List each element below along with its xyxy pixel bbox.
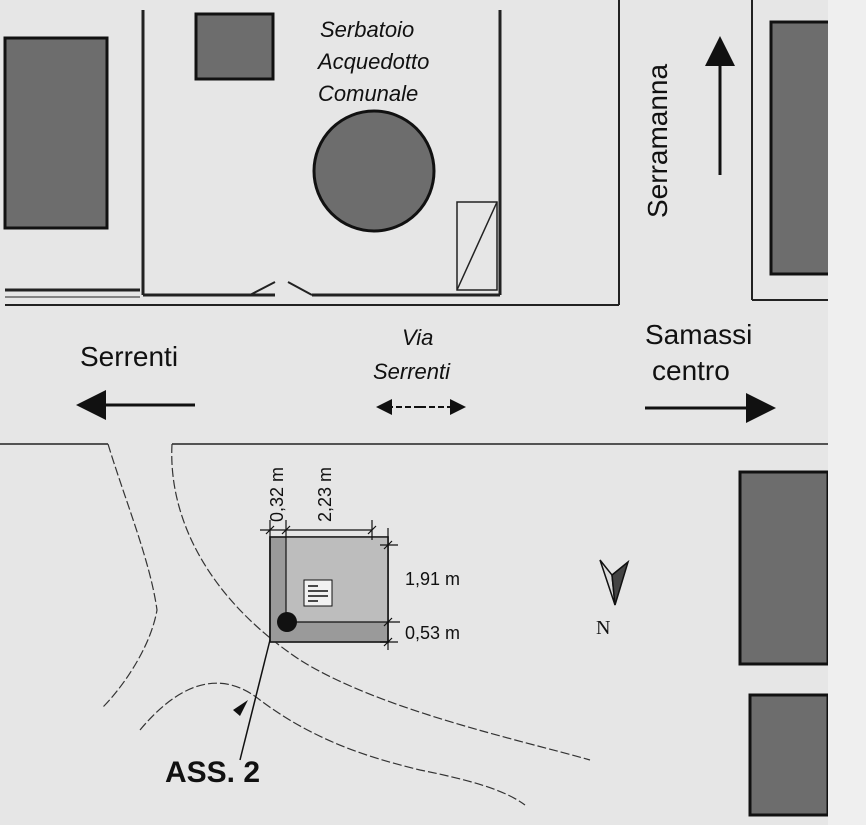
building-southeast: [748, 693, 830, 817]
marker-leader-line: [239, 639, 271, 761]
dimension-lines: [260, 520, 400, 650]
north-label: N: [596, 617, 611, 639]
building-east: [738, 470, 830, 666]
direction-label-serramanna: Serramanna: [642, 63, 673, 218]
building-small: [194, 12, 275, 81]
dimension-width: 2,23 m: [315, 466, 335, 522]
north-arrow-icon: [599, 559, 630, 606]
direction-label-samassi: Samassi: [645, 319, 753, 350]
direction-label-serrenti: Serrenti: [80, 341, 179, 372]
marker-label-ass2: ASS. 2: [165, 756, 261, 789]
survey-point-marker: [277, 612, 297, 632]
dimension-height: 1,91 m: [405, 569, 461, 589]
dimension-offset-y: 0,53 m: [405, 623, 461, 643]
reservoir-label-line3: Comunale: [318, 81, 419, 106]
dimension-offset-x: 0,32 m: [267, 466, 287, 522]
marker-leader-arrow: [233, 700, 248, 716]
reservoir-label-line1: Serbatoio: [320, 17, 415, 42]
reservoir-compound: [5, 0, 830, 306]
water-reservoir-tank: [312, 109, 436, 233]
dirt-track: [102, 443, 591, 806]
building-northeast: [769, 20, 833, 276]
reservoir-label-line2: Acquedotto: [318, 49, 430, 74]
street-label-serrenti: Serrenti: [373, 359, 451, 384]
street-label-via: Via: [402, 325, 434, 350]
small-structure: [456, 201, 498, 291]
building-northwest: [3, 36, 109, 230]
direction-label-centro: centro: [652, 355, 730, 386]
survey-target-icon: [303, 579, 333, 607]
